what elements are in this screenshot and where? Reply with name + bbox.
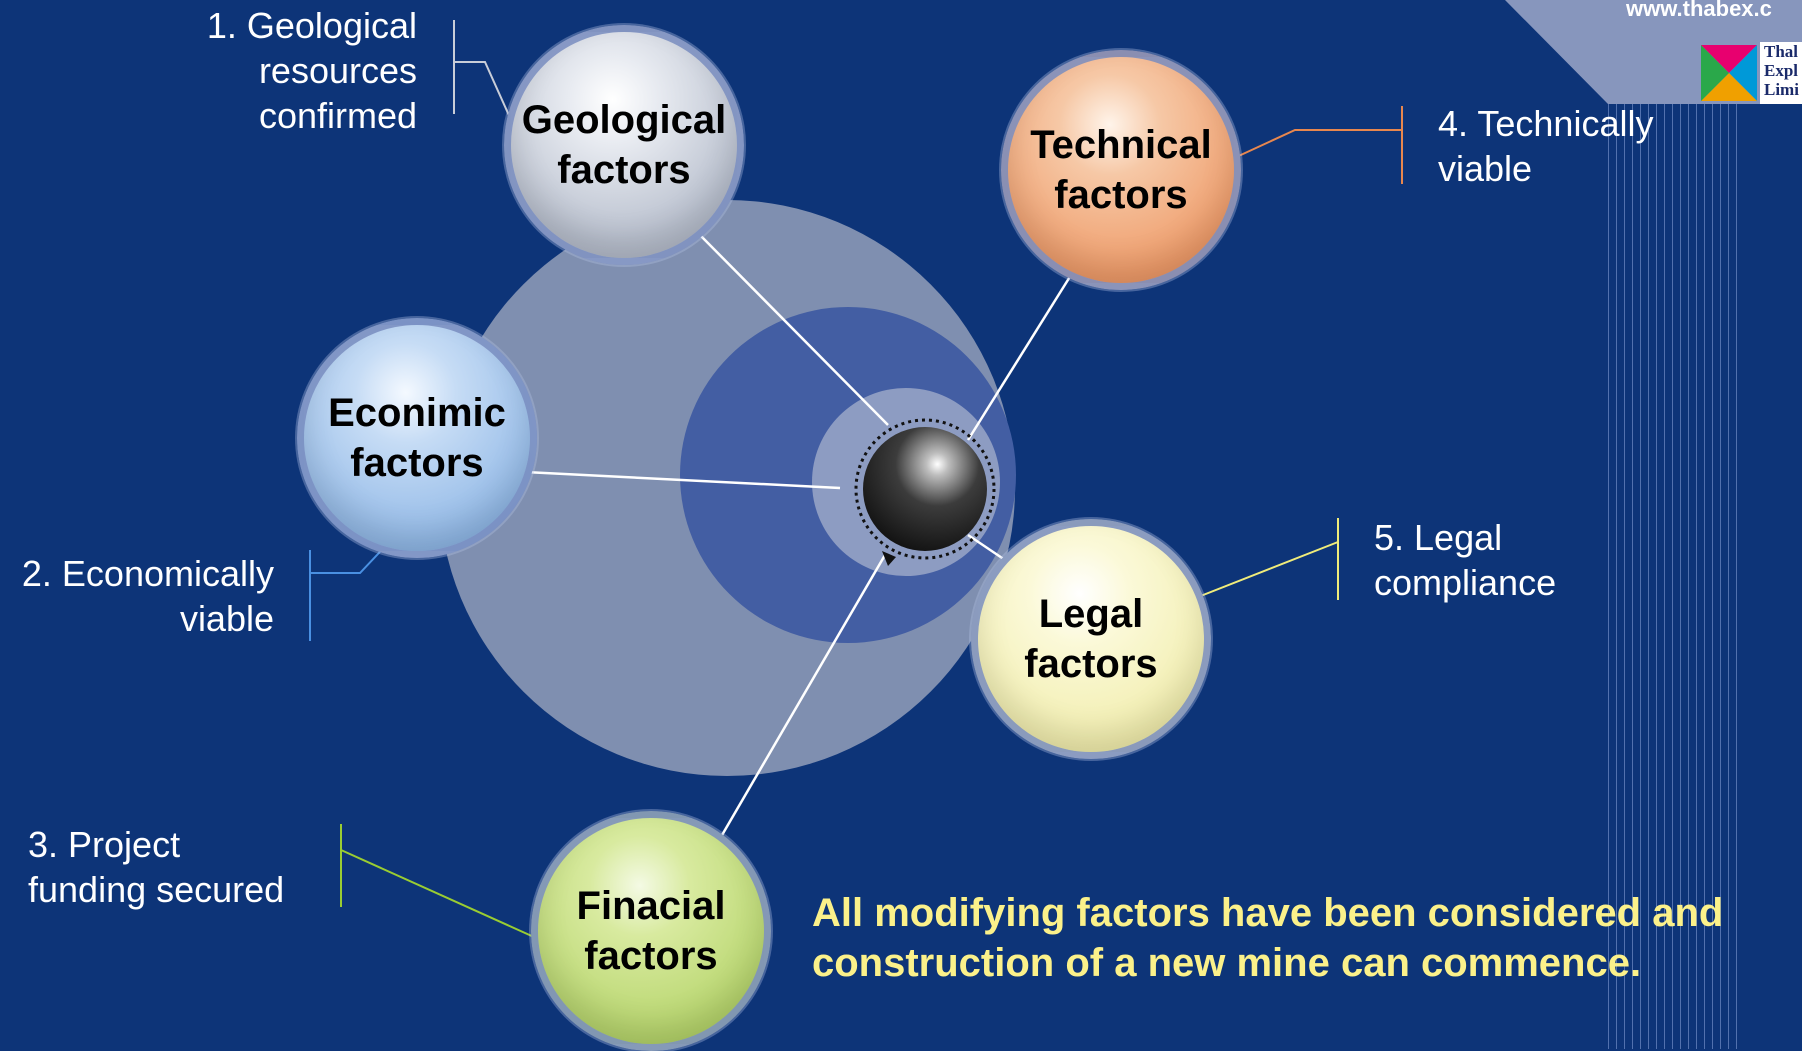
ball-label: Technical factors <box>1030 120 1212 220</box>
geological-factors-ball: Geological factors <box>504 25 744 265</box>
leader-lines <box>309 20 1403 955</box>
ball-label-line: Technical <box>1030 123 1212 167</box>
note-line: 3. Project <box>28 824 181 865</box>
economic-factors-ball: Econimic factors <box>297 318 537 558</box>
ball-label: Econimic factors <box>328 388 506 488</box>
note-line: viable <box>179 598 274 639</box>
ball-label-line: factors <box>557 148 691 192</box>
note-line: 5. Legal <box>1374 517 1503 558</box>
ball-label-line: factors <box>1054 173 1188 217</box>
ball-label-line: factors <box>1024 642 1158 686</box>
spoke-fin <box>716 554 887 843</box>
legal-factors-ball: Legal factors <box>971 519 1211 759</box>
note-line: 1. Geological <box>206 5 417 46</box>
note-financial: 3. Project funding secured <box>28 822 284 912</box>
ball-label: Geological factors <box>522 95 727 195</box>
ball-label: Finacial factors <box>577 881 726 981</box>
financial-factors-ball: Finacial factors <box>531 811 771 1051</box>
core-ring <box>854 418 996 560</box>
leader-fin-arm <box>340 849 566 952</box>
spoke-geo <box>697 232 889 426</box>
note-technical: 4. Technically viable <box>1438 101 1653 191</box>
website-url[interactable]: www.thabex.c <box>1626 0 1772 21</box>
conclusion-line: All modifying factors have been consider… <box>812 891 1724 935</box>
core-sphere <box>863 427 987 551</box>
spoke-eco <box>524 470 841 490</box>
note-line: viable <box>1438 148 1533 189</box>
note-line: funding secured <box>28 869 285 910</box>
company-name-line: Limi <box>1764 80 1799 99</box>
spoke-tech <box>966 274 1073 441</box>
note-legal: 5. Legal compliance <box>1374 515 1556 605</box>
note-line: resources <box>258 50 417 91</box>
thabex-logo-icon <box>1701 45 1757 101</box>
note-line: 2. Economically <box>21 553 274 594</box>
technical-factors-ball: Technical factors <box>1001 50 1241 290</box>
ball-label-line: factors <box>584 934 718 978</box>
company-name: Thal Expl Limi <box>1760 42 1802 104</box>
ball-label-line: Legal <box>1038 592 1144 636</box>
conclusion-text: All modifying factors have been consider… <box>812 888 1792 988</box>
company-name-line: Thal <box>1764 42 1799 61</box>
note-line: 4. Technically <box>1438 103 1654 144</box>
company-name-line: Expl <box>1764 61 1799 80</box>
note-geological: 1. Geological resources confirmed <box>207 3 417 138</box>
conclusion-line: construction of a new mine can commence. <box>812 941 1642 985</box>
ball-label-line: Econimic <box>328 391 506 435</box>
note-line: confirmed <box>258 95 417 136</box>
stripe-panel <box>1608 0 1740 1049</box>
note-economic: 2. Economically viable <box>22 551 274 641</box>
core-arrow <box>882 551 896 566</box>
ball-label-line: Finacial <box>576 884 726 928</box>
ball-label-line: factors <box>350 441 484 485</box>
note-line: compliance <box>1374 562 1557 603</box>
ball-label: Legal factors <box>1024 589 1157 689</box>
ball-label-line: Geological <box>521 98 727 142</box>
